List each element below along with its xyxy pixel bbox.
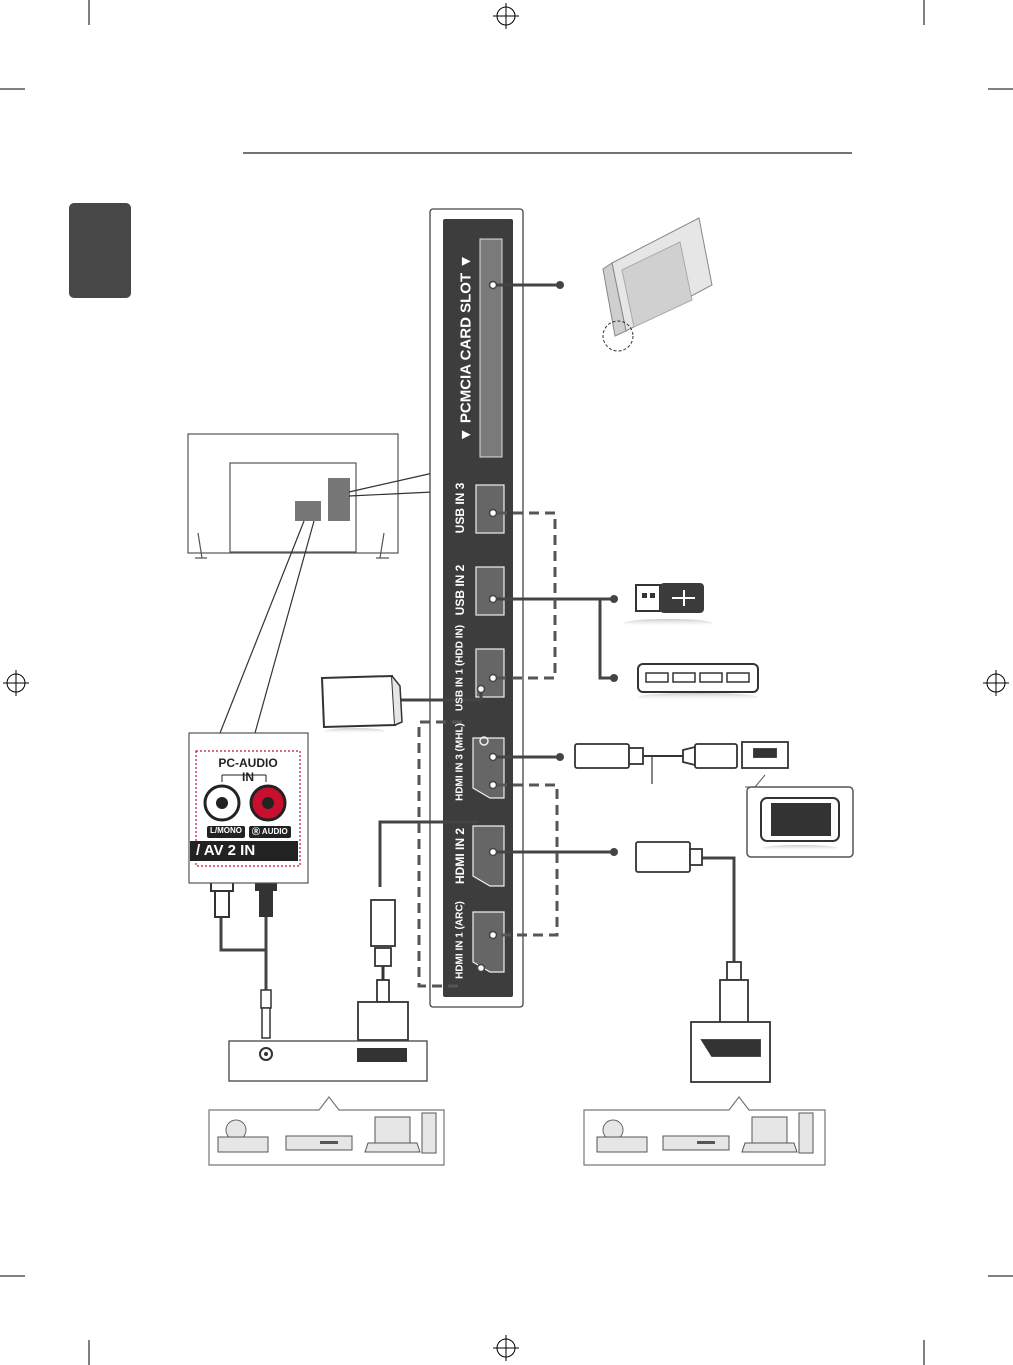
pc-tower-icon (799, 1113, 813, 1153)
usb-stick-icon (624, 583, 712, 627)
pcmcia-card-icon (603, 218, 712, 351)
av-2-in-label: / AV 2 IN (190, 841, 298, 861)
hdmi-port-2[interactable] (473, 826, 504, 886)
audio-jack-left[interactable] (205, 786, 239, 820)
hdmi-port-1[interactable] (473, 912, 504, 972)
usb-in-1-label: USB IN 1 (HDD IN) (455, 625, 466, 711)
smartphone-icon (745, 775, 853, 857)
pcmcia-slot[interactable] (480, 239, 502, 457)
hdmi-in-2-label: HDMI IN 2 (453, 828, 467, 884)
hdmi-in-1-label: HDMI IN 1 (ARC) (455, 901, 466, 979)
pc-tower-icon (422, 1113, 436, 1153)
set-top-box-icon (286, 1136, 352, 1150)
pc-audio-title: PC-AUDIO IN (212, 756, 284, 784)
hdmi-in-3-label: HDMI IN 3 (MHL) (455, 723, 466, 801)
l-mono-label: L/MONO (207, 826, 245, 838)
usb-in-2-label: USB IN 2 (453, 565, 467, 616)
source-device-rear (229, 1041, 427, 1081)
r-audio-label: Ⓡ AUDIO (249, 826, 291, 838)
usb-port-2[interactable] (476, 567, 504, 615)
usb-port-3[interactable] (476, 485, 504, 533)
audio-jack-right[interactable] (251, 786, 285, 820)
hard-drive-icon (322, 676, 402, 734)
set-top-box-icon (663, 1136, 729, 1150)
dvi-adapter-icon (357, 900, 408, 1062)
hdmi-port-3[interactable] (473, 738, 504, 798)
usb-hub-icon (638, 664, 758, 701)
pcmcia-slot-label: ▼ PCMCIA CARD SLOT ▼ (458, 254, 475, 442)
hdmi-cable-icon (636, 842, 770, 1082)
mhl-cable-icon (575, 742, 788, 784)
usb-in-3-label: USB IN 3 (453, 483, 467, 534)
